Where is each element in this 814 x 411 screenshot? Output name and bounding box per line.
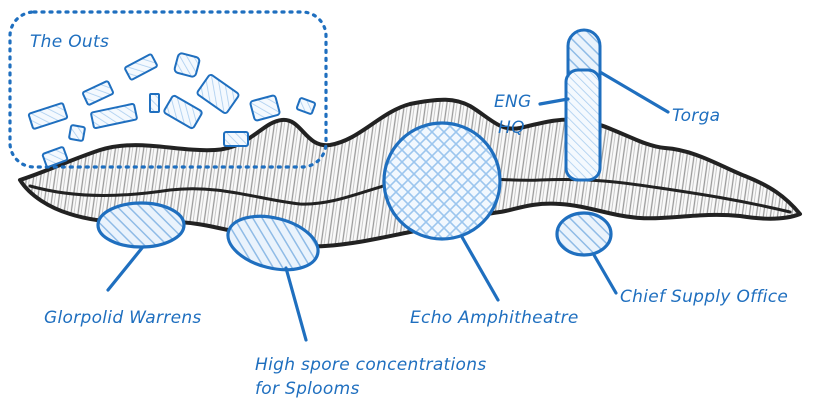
spore-ellipse [226, 214, 320, 272]
rock-block [149, 93, 160, 113]
rock-block [163, 94, 203, 130]
glorpolid-warrens-ellipse [96, 201, 186, 249]
glorpolid-warrens-label: Glorpolid Warrens [44, 308, 202, 328]
spore-concentration-marker: High spore concentrations for Splooms [226, 214, 486, 399]
the-outs-label: The Outs [30, 32, 109, 52]
torga-marker: Torga [564, 28, 720, 182]
torga-label: Torga [672, 106, 720, 126]
spore-label-line1: High spore concentrations [255, 355, 486, 375]
rock-block [68, 124, 86, 142]
chief-supply-office-marker: Chief Supply Office [555, 211, 788, 307]
torga-leader [598, 70, 670, 114]
chief-supply-office-ellipse [555, 211, 613, 257]
echo-amphitheatre-label: Echo Amphitheatre [410, 308, 579, 328]
echo-amphitheatre-leader [460, 235, 500, 302]
eng-hq-label-line1: ENG [494, 92, 532, 112]
rock-block [295, 97, 317, 115]
spore-leader [284, 266, 308, 342]
torga-shaft [564, 68, 602, 182]
glorpolid-warrens-leader [106, 246, 144, 292]
rock-block [223, 131, 249, 147]
eng-hq-label-line2: HQ [498, 118, 525, 138]
rock-block [90, 102, 138, 130]
eng-hq-leader [538, 97, 570, 106]
rock-block [27, 102, 69, 130]
the-outs-region: The Outs [8, 10, 328, 169]
chief-supply-office-label: Chief Supply Office [620, 287, 788, 307]
rock-block [82, 80, 114, 106]
echo-amphitheatre-circle [382, 121, 502, 241]
rock-block [196, 74, 240, 114]
the-outs-boundary [8, 10, 328, 169]
rock-block [249, 94, 281, 122]
echo-amphitheatre-marker: Echo Amphitheatre [382, 121, 579, 328]
chief-supply-office-leader [592, 253, 618, 295]
eng-hq-marker: ENG HQ [494, 92, 570, 138]
glorpolid-warrens-marker: Glorpolid Warrens [44, 201, 202, 328]
rock-block [173, 52, 201, 78]
spore-label-line2: for Splooms [255, 379, 360, 399]
rock-block [124, 53, 158, 81]
rock-block [41, 146, 69, 168]
rock-blocks [27, 52, 317, 168]
